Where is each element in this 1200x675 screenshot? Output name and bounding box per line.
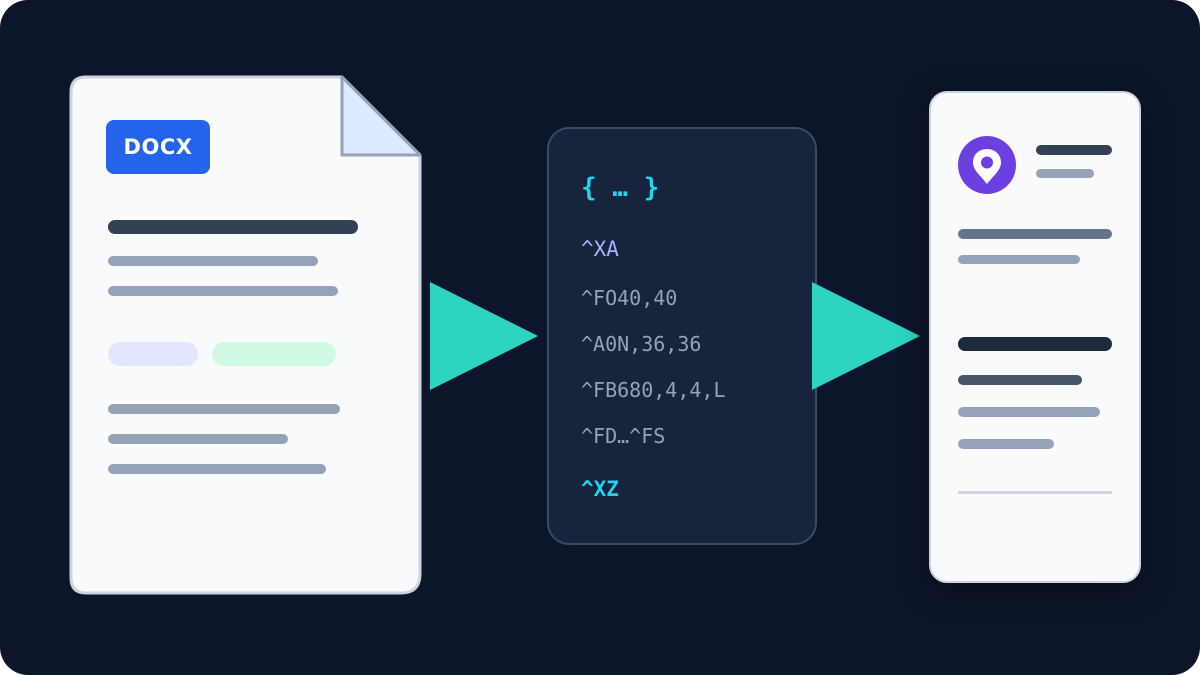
printed-label-preview [929,91,1141,583]
doc-title-line [108,220,358,234]
code-line: ^FB680,4,4,L [581,378,726,402]
doc-text-line [108,464,326,474]
doc-text-line [108,256,318,266]
code-line: ^A0N,36,36 [581,332,702,356]
doc-text-line [108,404,340,414]
label-text-line [958,255,1080,264]
label-text-line [958,229,1112,239]
zpl-code-card: { … } ^XA ^FO40,40 ^A0N,36,36 ^FB680,4,4… [547,127,817,545]
location-pin-icon [958,136,1016,194]
flow-arrow-right [430,282,538,390]
code-braces: { … } [581,173,660,203]
doc-tag-pill [212,342,336,366]
doc-text-line [108,434,288,444]
doc-text-line [108,286,338,296]
label-header-line [1036,169,1094,178]
label-text-line [958,375,1082,385]
docx-document: DOCX [68,74,424,596]
label-divider [958,491,1112,494]
code-line: ^XZ [581,477,619,501]
label-title-line [958,337,1112,351]
code-line: ^FO40,40 [581,286,678,310]
code-line: ^FD…^FS [581,424,666,448]
docx-badge: DOCX [106,120,210,174]
doc-tag-pill [108,342,198,366]
label-text-line [958,407,1100,417]
folded-corner [340,75,422,157]
code-line: ^XA [581,237,619,261]
flow-arrow-right [812,282,920,390]
label-header-line [1036,145,1112,155]
label-text-line [958,439,1054,449]
